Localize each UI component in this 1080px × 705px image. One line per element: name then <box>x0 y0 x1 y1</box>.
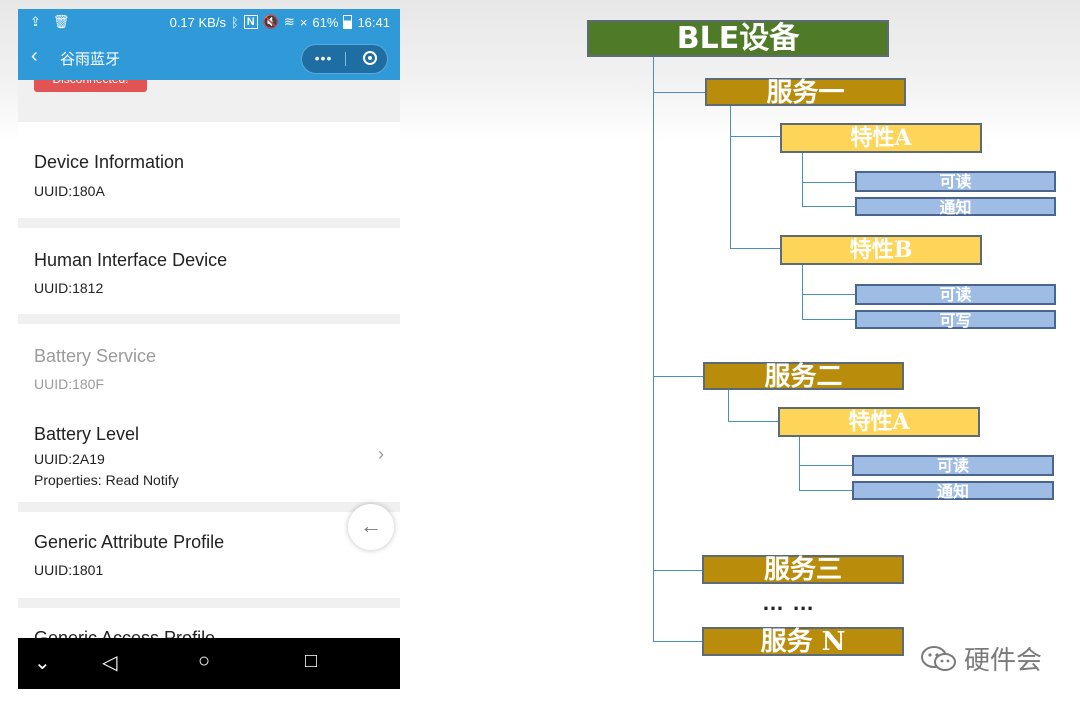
bluetooth-icon: ᛒ <box>230 14 239 30</box>
service-box: 服务三 <box>702 555 904 584</box>
more-services-ellipsis: … … <box>762 590 816 615</box>
service-name: Human Interface Device <box>34 250 228 270</box>
ble-device-root-box: BLE设备 <box>587 20 889 57</box>
connector-line <box>653 376 703 377</box>
status-bar: ⇪ 🗑 0.17 KB/s ᛒ N 🔇 ≋ × 61% 16:41 <box>18 9 400 36</box>
connector-line <box>653 641 702 642</box>
clock: 16:41 <box>357 14 390 30</box>
service-uuid: UUID:180F <box>34 376 105 392</box>
watermark: 硬件会 <box>920 640 1042 677</box>
root-trunk-line <box>653 56 654 642</box>
wifi-icon: ≋ <box>283 14 295 29</box>
home-circle-icon[interactable]: ○ <box>198 650 211 672</box>
upload-icon: ⇪ <box>30 14 41 29</box>
connector-line <box>730 136 780 137</box>
nfc-icon: N <box>243 15 258 29</box>
connector-line <box>802 294 855 295</box>
property-box: 可读 <box>852 455 1054 476</box>
close-target-icon[interactable] <box>363 51 377 65</box>
nav-header: ‹ 谷雨蓝牙 ••• <box>18 36 400 80</box>
hide-keyboard-icon[interactable]: ⌄ <box>34 652 51 674</box>
property-box: 通知 <box>852 481 1054 500</box>
service-name: Device Information <box>34 152 185 172</box>
characteristic-properties: Properties: Read Notify <box>34 472 179 488</box>
service-item-generic-attribute-profile[interactable]: Generic Attribute Profile UUID:1801 <box>18 512 400 598</box>
connector-line <box>653 570 702 571</box>
connector-line <box>799 490 852 491</box>
back-triangle-icon[interactable]: ◁ <box>102 652 118 674</box>
connector-line <box>728 421 778 422</box>
connector-line <box>802 206 855 207</box>
service-box: 服务二 <box>703 362 904 390</box>
network-speed: 0.17 KB/s <box>169 14 226 30</box>
trash-icon: 🗑 <box>52 14 70 29</box>
service-uuid: UUID:1801 <box>34 562 104 578</box>
connector-line <box>799 465 852 466</box>
disconnected-badge: Disconnected! <box>34 80 147 92</box>
charA-trunk-line <box>802 152 803 206</box>
characteristic-box: 特性A <box>778 407 980 437</box>
watermark-text: 硬件会 <box>964 645 1043 675</box>
service-item-generic-access-profile[interactable]: Generic Access Profile <box>18 608 400 638</box>
property-box: 可读 <box>855 284 1056 305</box>
service-name: Generic Access Profile <box>34 628 216 638</box>
connector-line <box>653 92 705 93</box>
phone-screenshot: ⇪ 🗑 0.17 KB/s ᛒ N 🔇 ≋ × 61% 16:41 ‹ 谷雨蓝牙… <box>18 9 400 689</box>
service2-trunk-line <box>728 390 729 422</box>
android-nav-bar: ⌄ ◁ ○ □ <box>18 638 400 689</box>
floating-back-arrow-button[interactable]: ← <box>348 504 394 550</box>
characteristic-box: 特性B <box>780 235 982 265</box>
signal-off-icon: × <box>299 14 308 30</box>
service-box: 服务一 <box>705 78 906 106</box>
connector-line <box>730 248 780 249</box>
service-item-human-interface-device[interactable]: Human Interface Device UUID:1812 <box>18 228 400 314</box>
charB-trunk-line <box>802 264 803 319</box>
service-uuid: UUID:1812 <box>34 280 104 296</box>
page-title: 谷雨蓝牙 <box>60 51 121 68</box>
property-box: 通知 <box>855 197 1056 216</box>
service1-trunk-line <box>730 106 731 248</box>
battery-percent: 61% <box>312 14 339 30</box>
service-item-device-information[interactable]: Device Information UUID:180A <box>18 122 400 218</box>
recents-square-icon[interactable]: □ <box>305 650 318 672</box>
characteristic-uuid: UUID:2A19 <box>34 451 105 467</box>
service-list: Disconnected! Device Information UUID:18… <box>18 80 400 638</box>
capsule-divider <box>345 52 346 66</box>
service-uuid: UUID:180A <box>34 183 105 199</box>
battery-icon <box>343 15 353 29</box>
service-item-battery-service[interactable]: Battery Service UUID:180F Battery Level … <box>18 324 400 502</box>
more-options-button[interactable]: ••• <box>314 50 333 66</box>
characteristic-name: Battery Level <box>34 424 140 444</box>
miniprogram-capsule: ••• <box>301 44 388 74</box>
service-box: 服务 N <box>702 627 904 656</box>
property-box: 可写 <box>855 310 1056 329</box>
back-chevron-icon[interactable]: ‹ <box>31 45 38 67</box>
mute-icon: 🔇 <box>262 14 279 29</box>
connector-line <box>802 319 855 320</box>
characteristic-box: 特性A <box>780 123 982 153</box>
service2-charA-trunk-line <box>799 436 800 490</box>
service-name: Generic Attribute Profile <box>34 532 225 552</box>
service-name: Battery Service <box>34 346 157 366</box>
chevron-right-icon[interactable]: › <box>378 444 384 464</box>
connector-line <box>802 182 855 183</box>
wechat-icon <box>921 645 956 671</box>
property-box: 可读 <box>855 171 1056 192</box>
